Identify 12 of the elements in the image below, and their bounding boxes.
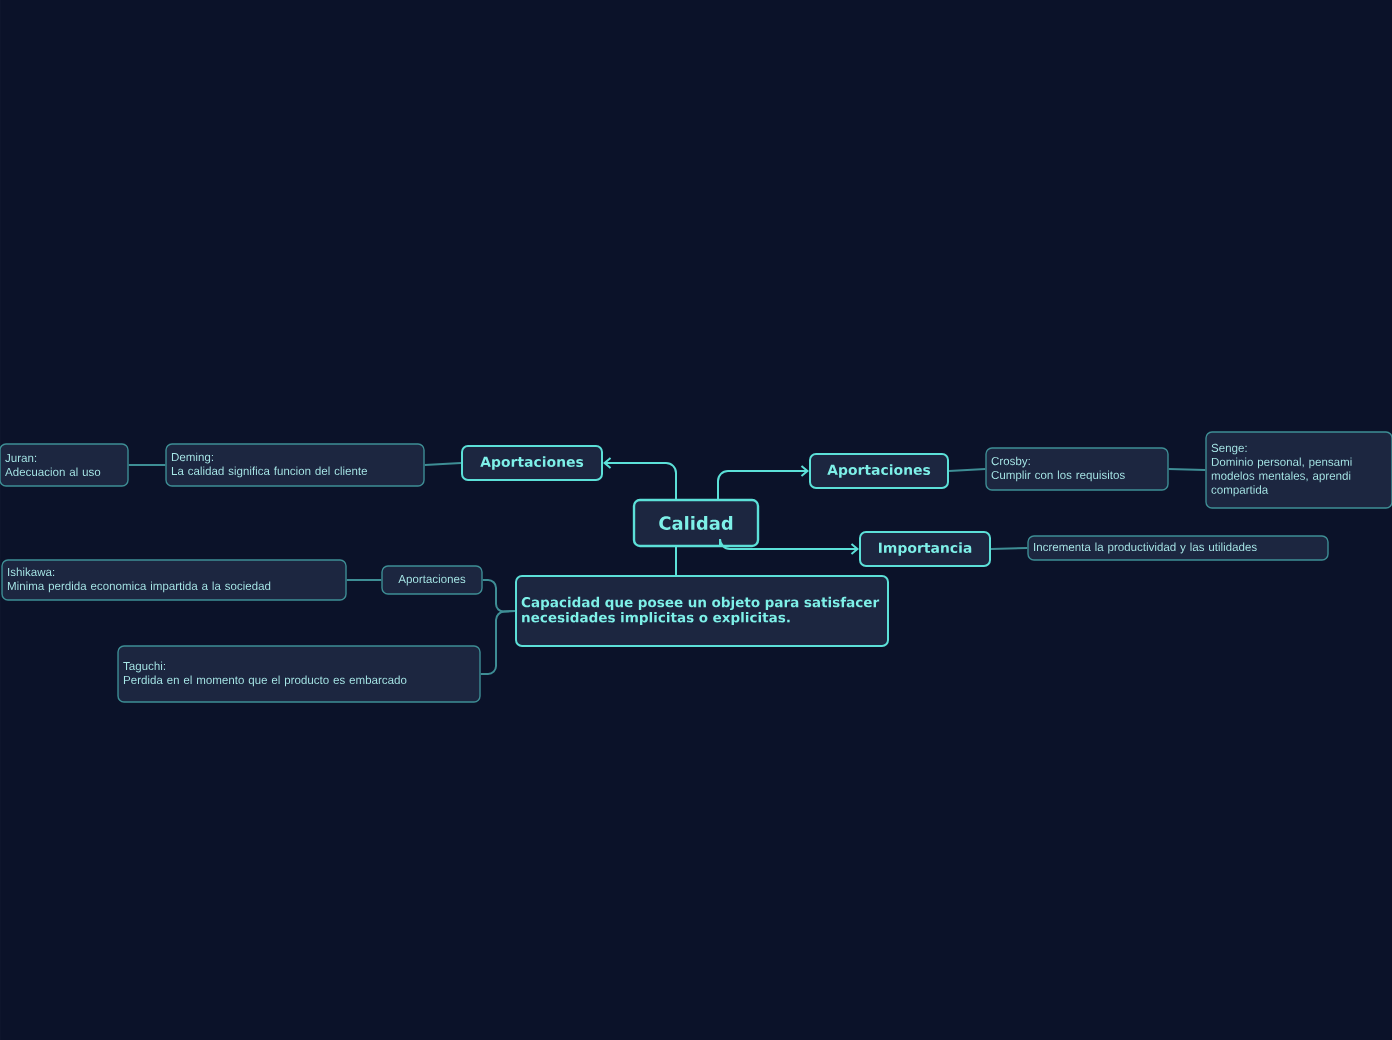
connector	[675, 545, 677, 576]
connector	[479, 610, 516, 675]
connector	[719, 538, 859, 555]
connector	[990, 547, 1029, 550]
connector	[603, 457, 677, 501]
connector	[717, 465, 809, 501]
connector	[127, 464, 167, 466]
connector	[423, 462, 462, 466]
connector	[345, 579, 383, 581]
connector	[948, 468, 987, 472]
connector	[1167, 468, 1207, 471]
topic-box: Calidad	[632, 498, 760, 548]
